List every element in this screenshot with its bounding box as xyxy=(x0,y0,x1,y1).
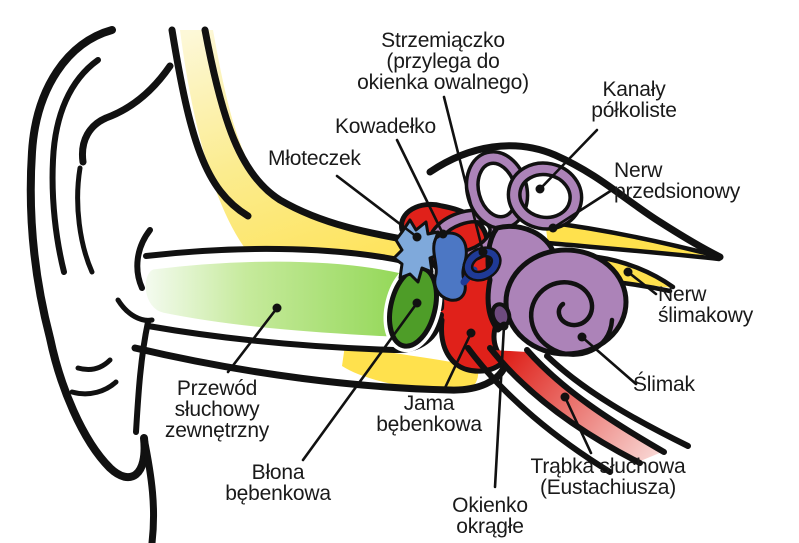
vestibular-nerve-shape xyxy=(542,219,724,262)
bone-upper-mass xyxy=(180,30,468,300)
bone-lower-strip xyxy=(342,345,479,393)
label-eardrum: Błona bębenkowa xyxy=(225,461,331,505)
label-round-window: Okienko okrągłe xyxy=(452,494,528,538)
label-cochlea: Ślimak xyxy=(633,373,695,396)
label-tympanic-cavity: Jama bębenkowa xyxy=(376,392,482,436)
cochlea-spiral-line xyxy=(528,280,615,357)
jaw-line xyxy=(140,434,158,543)
leader-dots xyxy=(272,184,633,402)
label-incus: Kowadełko xyxy=(335,115,436,138)
temporal-bone-shape xyxy=(180,30,479,393)
stapes-shape xyxy=(462,246,502,282)
label-semicircular-canals: Kanały półkoliste xyxy=(591,78,677,122)
label-stapes: Strzemiączko (przylega do okienka owalne… xyxy=(357,29,529,94)
ossicles-shape xyxy=(392,218,502,302)
leader-lines xyxy=(226,95,658,489)
label-cochlear-nerve: Nerw ślimakowy xyxy=(658,283,754,327)
incus-shape xyxy=(432,231,468,302)
malleus-shape xyxy=(392,218,442,284)
label-ear-canal: Przewód słuchowy zewnętrzny xyxy=(164,377,270,442)
label-malleus: Młoteczek xyxy=(268,147,361,170)
label-eustachian-tube: Trąbka słuchowa (Eustachiusza) xyxy=(530,455,686,499)
label-vestibular-nerve: Nerw przedsionowy xyxy=(614,159,740,203)
pinna-shape xyxy=(26,26,174,543)
